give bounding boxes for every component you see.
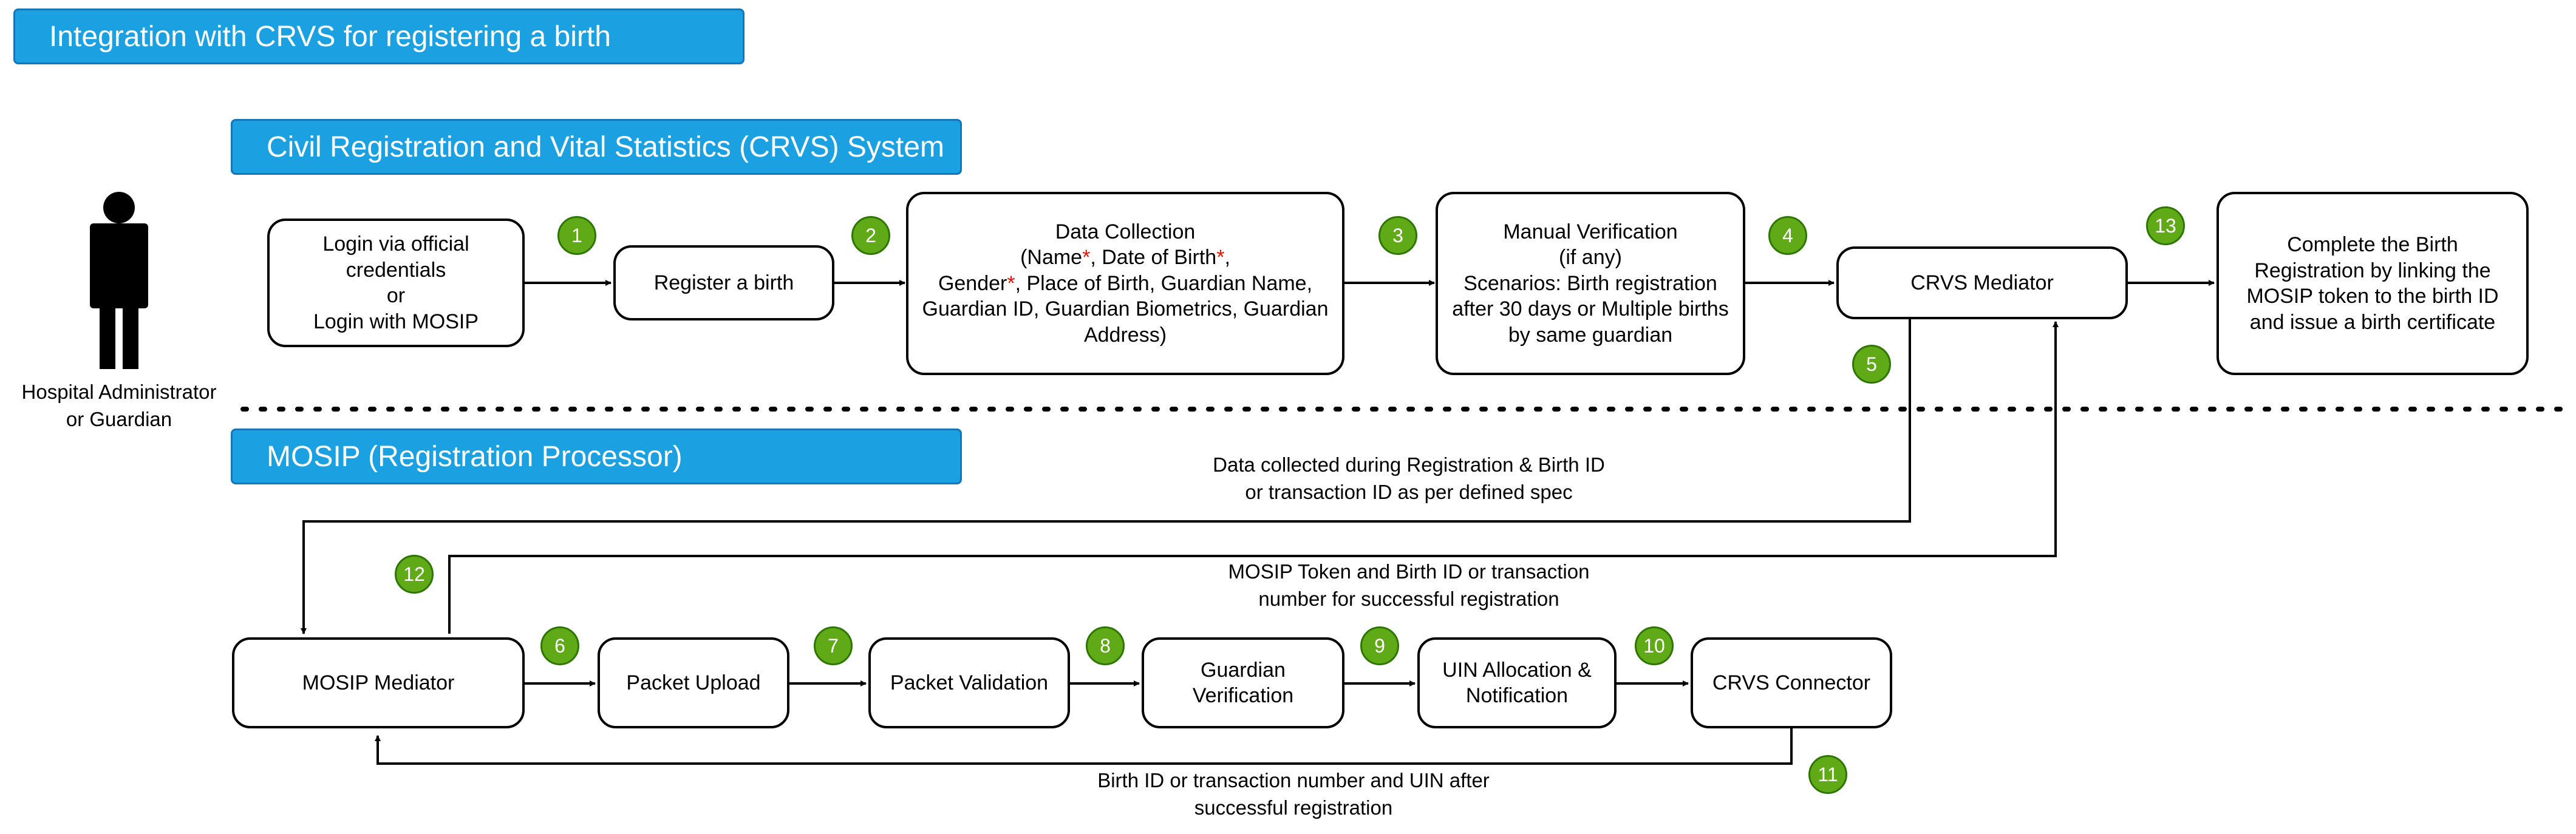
data-sent-label: Data collected during Registration & Bir… [1213,453,1605,503]
step-badge-10: 10 [1635,626,1674,665]
guardian-verification-box: Guardian Verification [1142,637,1344,728]
step-badge-12: 12 [395,555,434,594]
actor-label: Hospital Administrator or Guardian [21,381,217,430]
step-badge-9: 9 [1360,626,1399,665]
mosip-mediator-box: MOSIP Mediator [232,637,525,728]
data-collection-dob: , Date of Birth [1090,246,1217,270]
section-header-crvs: Civil Registration and Vital Statistics … [231,119,962,175]
crvs-mediator-box: CRVS Mediator [1836,246,2128,319]
data-collection-comma: , [1224,246,1230,270]
data-collection-place: , Place of Birth, Guardian Name, [1015,271,1313,295]
step-badge-5: 5 [1852,345,1891,384]
packet-upload-box: Packet Upload [598,637,789,728]
required-marker: * [1216,246,1225,270]
step-badge-7: 7 [814,626,853,665]
data-collection-title: Data Collection [1055,220,1196,243]
crvs-connector-box: CRVS Connector [1691,637,1892,728]
login-box: Login via official credentials or Login … [267,219,525,347]
step-badge-13: 13 [2146,206,2185,245]
data-collection-box: Data Collection (Name*, Date of Birth*, … [906,192,1344,375]
step-badge-2: 2 [851,216,890,255]
register-birth-box: Register a birth [613,245,834,320]
step-badge-4: 4 [1768,216,1807,255]
section-header-crvs-text: Civil Registration and Vital Statistics … [267,131,944,163]
data-collection-gender: Gender [938,271,1007,295]
required-marker: * [1007,271,1015,295]
page-title-text: Integration with CRVS for registering a … [49,20,611,53]
step-badge-6: 6 [540,626,579,665]
edge-12 [448,321,2059,634]
uin-allocation-box: UIN Allocation & Notification [1417,637,1617,728]
data-collection-address: Address) [1083,323,1167,347]
person-icon [90,192,148,369]
required-marker: * [1082,246,1091,270]
uin-return-label: Birth ID or transaction number and UIN a… [1097,769,1490,819]
token-return-label: MOSIP Token and Birth ID or transaction … [1228,560,1590,610]
page-title: Integration with CRVS for registering a … [13,8,745,64]
data-collection-name: (Name [1020,246,1083,270]
edge-11 [375,728,1793,765]
section-header-mosip: MOSIP (Registration Processor) [231,429,962,484]
packet-validation-box: Packet Validation [868,637,1070,728]
step-badge-8: 8 [1086,626,1125,665]
data-collection-guardian: Guardian ID, Guardian Biometrics, Guardi… [922,297,1329,321]
step-badge-3: 3 [1378,216,1417,255]
section-header-mosip-text: MOSIP (Registration Processor) [267,440,683,473]
step-badge-11: 11 [1808,755,1847,794]
manual-verification-box: Manual Verification (if any) Scenarios: … [1436,192,1745,375]
step-badge-1: 1 [557,216,596,255]
complete-registration-box: Complete the Birth Registration by linki… [2217,192,2529,375]
edge-5 [301,319,1911,634]
